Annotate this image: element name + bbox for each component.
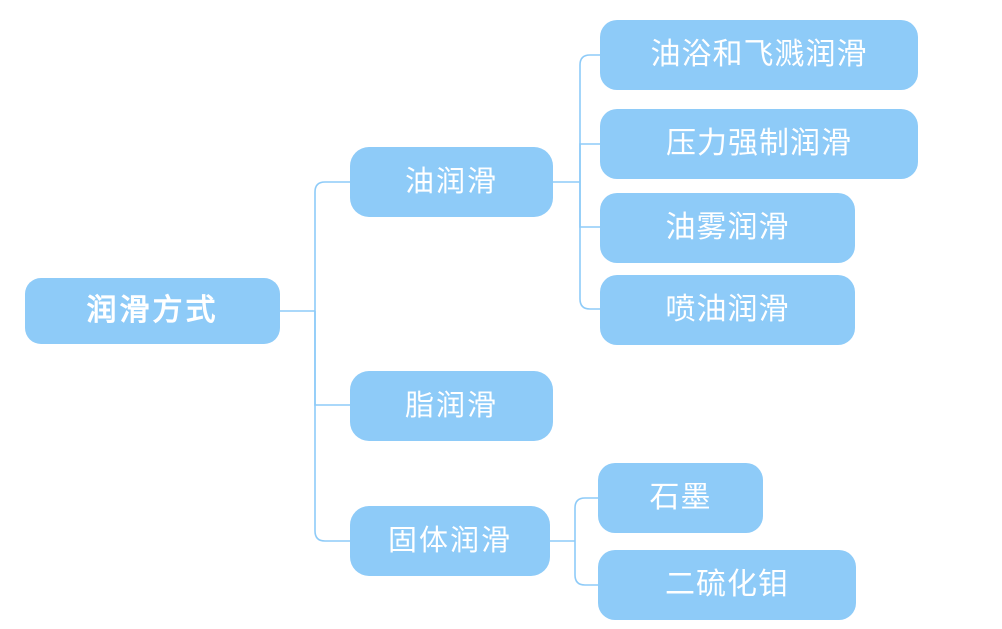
- connector-oil-to-child-3: [579, 182, 600, 228]
- node-branch-grease-label: 脂润滑: [404, 389, 498, 422]
- connector-root-to-solid: [314, 311, 350, 542]
- node-leaf-oil-mist-label: 油雾润滑: [665, 211, 790, 244]
- node-leaf-graphite[interactable]: 石墨: [598, 463, 763, 533]
- node-leaf-oil-bath-splash-label: 油浴和飞溅润滑: [650, 38, 868, 71]
- node-branch-oil-label: 油润滑: [404, 165, 498, 198]
- node-branch-solid[interactable]: 固体润滑: [350, 506, 550, 576]
- node-leaf-pressure-forced[interactable]: 压力强制润滑: [600, 109, 918, 179]
- node-root-label: 润滑方式: [86, 294, 219, 327]
- connector-root-to-oil: [314, 181, 350, 311]
- node-leaf-oil-jet[interactable]: 喷油润滑: [600, 275, 855, 345]
- connector-solid-to-child-1: [574, 497, 598, 541]
- node-leaf-oil-bath-splash[interactable]: 油浴和飞溅润滑: [600, 20, 918, 90]
- connector-oil-to-child-2: [579, 143, 600, 182]
- node-leaf-molybdenum-disulfide-label: 二硫化钼: [665, 568, 789, 601]
- connector-oil-to-child-4: [579, 182, 600, 310]
- node-branch-solid-label: 固体润滑: [387, 524, 512, 557]
- node-leaf-oil-jet-label: 喷油润滑: [665, 293, 790, 326]
- connector-solid-to-child-2: [574, 541, 598, 586]
- connector-oil-to-child-1: [579, 54, 600, 182]
- node-branch-grease[interactable]: 脂润滑: [350, 371, 553, 441]
- node-root[interactable]: 润滑方式: [25, 278, 280, 344]
- node-leaf-oil-mist[interactable]: 油雾润滑: [600, 193, 855, 263]
- node-branch-oil[interactable]: 油润滑: [350, 147, 553, 217]
- node-leaf-molybdenum-disulfide[interactable]: 二硫化钼: [598, 550, 856, 620]
- node-leaf-graphite-label: 石墨: [649, 481, 712, 514]
- node-leaf-pressure-forced-label: 压力强制润滑: [666, 127, 852, 160]
- connector-root-to-grease: [314, 311, 350, 406]
